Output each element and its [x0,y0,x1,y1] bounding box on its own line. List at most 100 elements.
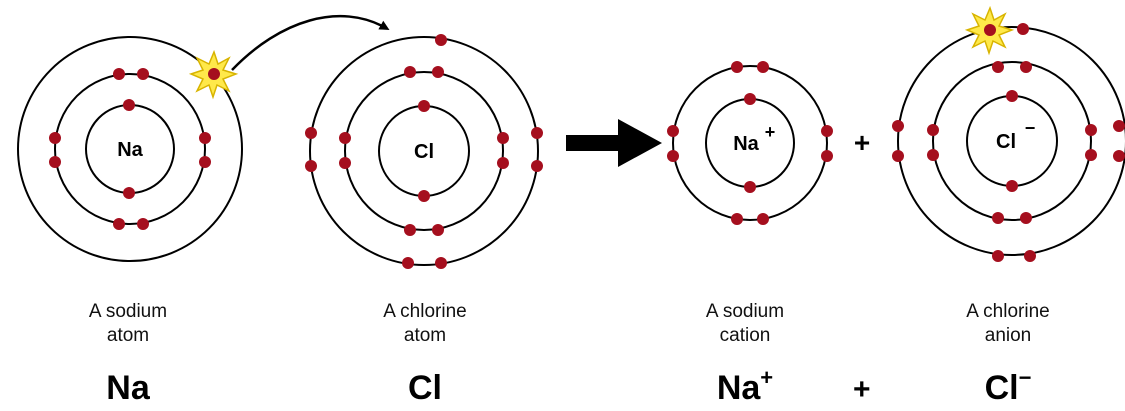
formula-cl-minus: Cl− [888,364,1125,408]
electron [402,257,414,269]
cl-ion-ring-middle [932,61,1092,221]
electron [667,150,679,162]
plus-sign-formula: + [853,373,871,406]
electron [137,218,149,230]
caption-chlorine-atom: A chlorine atom [305,300,545,348]
electron [1020,61,1032,73]
caption-sodium-atom: A sodium atom [8,300,248,348]
sodium-atom: Na [17,36,243,262]
caption-chlorine-anion: A chlorine anion [888,300,1125,348]
caption-sodium-cation: A sodium cation [625,300,865,348]
electron [927,149,939,161]
electron [992,250,1004,262]
electron [418,190,430,202]
curved-arrow-icon [231,14,390,71]
electron [435,34,447,46]
electron [404,224,416,236]
electron [1113,150,1125,162]
electron [744,93,756,105]
electron [1085,124,1097,136]
caption-line: atom [403,325,447,346]
electron [435,257,447,269]
caption-line: A chlorine [966,301,1050,322]
caption-line: A chlorine [383,301,467,322]
electron [137,68,149,80]
electron [123,99,135,111]
electron [199,132,211,144]
electron [821,125,833,137]
atom-3-charge: + [765,122,776,142]
formula-symbol: Na [106,369,150,407]
na-ring-middle [54,73,206,225]
caption-line: anion [984,325,1032,346]
formula-cl: Cl [305,368,545,408]
electron [531,127,543,139]
electron [113,218,125,230]
electron [404,66,416,78]
electron [339,157,351,169]
right-arrow-icon [566,119,662,167]
formula-symbol: Cl [408,369,442,407]
electron [892,120,904,132]
formula-na: Na [8,368,248,408]
electron [1024,250,1036,262]
electron [1006,180,1018,192]
electron [1113,120,1125,132]
na-ring-outer [17,36,243,262]
caption-line: cation [719,325,771,346]
electron [432,224,444,236]
electron [744,181,756,193]
electron [497,132,509,144]
electron [1017,23,1029,35]
chlorine-anion: Cl − [892,5,1125,262]
electron [113,68,125,80]
chlorine-atom: Cl [305,34,543,269]
electron [418,100,430,112]
electron [757,213,769,225]
caption-line: A sodium [88,301,168,322]
electron [339,132,351,144]
electron [1085,149,1097,161]
electron [731,61,743,73]
formula-symbol: Cl [984,369,1019,407]
electron [927,124,939,136]
formula-na-plus: Na+ [625,364,865,408]
atom-4-charge: − [1025,118,1036,138]
formula-symbol: Na [716,369,761,407]
electron [199,156,211,168]
atom-3-symbol: Na [733,133,759,155]
cl-ion-ring-outer [897,26,1125,256]
electron [123,187,135,199]
electron [1020,212,1032,224]
transferred-electron [208,68,220,80]
electron [992,212,1004,224]
electron [731,213,743,225]
cl-ring-middle [344,71,504,231]
caption-line: atom [106,325,150,346]
electron [305,127,317,139]
electron [49,156,61,168]
cl-ring-outer [309,36,539,266]
electron [667,125,679,137]
caption-line: A sodium [705,301,785,322]
sodium-cation: Na + [667,61,833,225]
electron [49,132,61,144]
na-ion-ring-outer [672,65,828,221]
electron [432,66,444,78]
electron [821,150,833,162]
electron [992,61,1004,73]
gained-electron [984,24,996,36]
electron [1006,90,1018,102]
electron [892,150,904,162]
formula-charge: + [760,364,774,390]
plus-sign: + [854,127,870,158]
atom-1-symbol: Na [117,139,143,161]
electron [531,160,543,172]
electron [497,157,509,169]
atom-2-symbol: Cl [414,141,434,163]
atom-4-symbol: Cl [996,131,1016,153]
formula-charge: − [1018,364,1032,390]
electron [305,160,317,172]
